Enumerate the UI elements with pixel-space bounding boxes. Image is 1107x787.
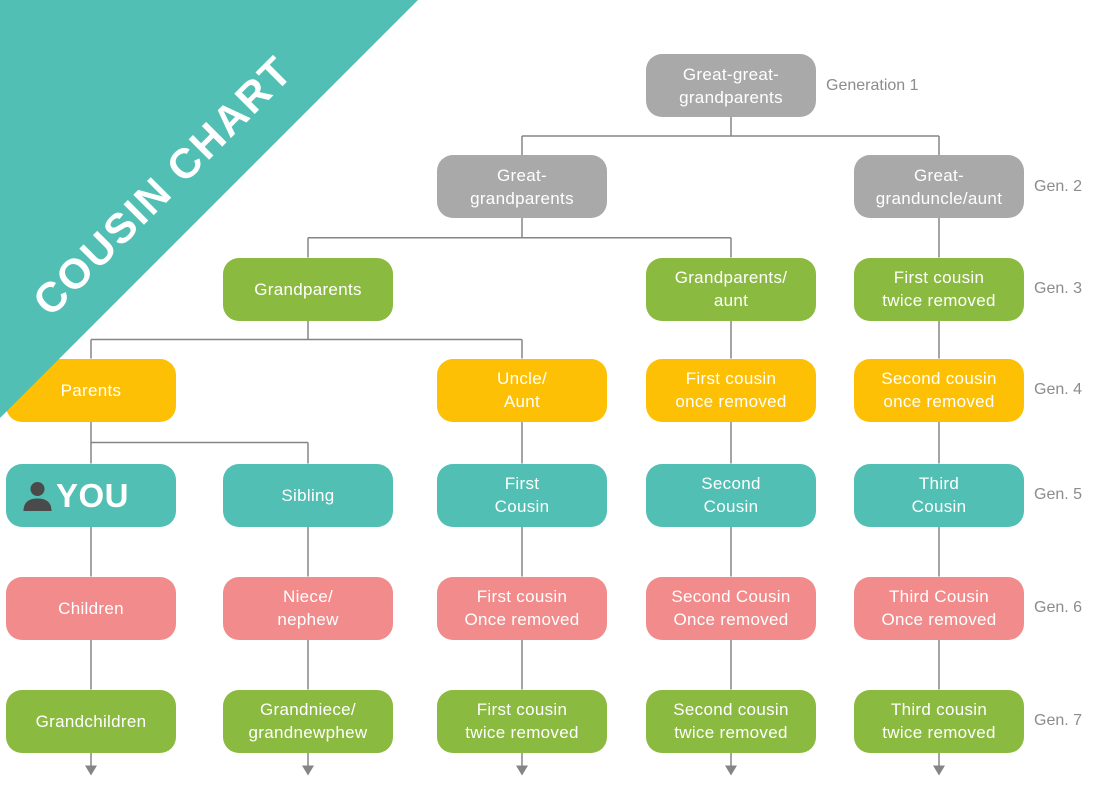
node-label: Second cousin bbox=[881, 369, 997, 388]
node-label: Third Cousin bbox=[889, 587, 989, 606]
node-great-great-grandparents: Great-great-grandparents bbox=[646, 54, 816, 117]
node-grandniece-grandnephew: Grandniece/grandnewphew bbox=[223, 689, 393, 753]
down-arrow-icon bbox=[302, 765, 314, 776]
node-label: Great- bbox=[914, 165, 964, 185]
generation-label: Gen. 5 bbox=[1034, 486, 1083, 503]
node-first-cousin-once-removed-elder: First cousin once removed bbox=[646, 358, 816, 422]
generation-label: Gen. 4 bbox=[1034, 381, 1083, 398]
node-you: YOU bbox=[6, 463, 176, 527]
node-label: grandnewphew bbox=[248, 723, 368, 742]
down-arrow-icon bbox=[933, 765, 945, 776]
node-label: Parents bbox=[60, 380, 122, 400]
node-label: Cousin bbox=[494, 497, 550, 516]
node-label: Cousin bbox=[703, 497, 759, 516]
node-label: Once removed bbox=[673, 610, 789, 629]
node-grandparents-aunt: Grandparents/aunt bbox=[646, 257, 816, 321]
node-label: twice removed bbox=[674, 723, 788, 742]
node-label: nephew bbox=[277, 610, 339, 629]
node-label: Grandniece/ bbox=[260, 700, 356, 719]
node-label: Uncle/ bbox=[497, 369, 547, 388]
node-third-cousin-twice-removed: Third cousin twice removed bbox=[854, 689, 1024, 753]
down-arrow-icon bbox=[725, 765, 737, 776]
node-label: Cousin bbox=[911, 497, 967, 516]
down-arrow-icon bbox=[516, 765, 528, 776]
node-children: Children bbox=[6, 576, 176, 640]
node-label: once removed bbox=[675, 392, 787, 411]
node-first-cousin-twice-removed-younger: First cousin twice removed bbox=[437, 689, 607, 753]
node-label: First cousin bbox=[893, 268, 985, 287]
node-label: twice removed bbox=[465, 723, 579, 742]
node-label: Third bbox=[918, 474, 960, 493]
generation-label: Gen. 2 bbox=[1034, 177, 1083, 195]
generation-label: Gen. 3 bbox=[1034, 280, 1083, 297]
node-grandparents: Grandparents bbox=[223, 257, 393, 321]
node-label: Grandchildren bbox=[35, 711, 147, 731]
node-label: First cousin bbox=[685, 369, 777, 388]
node-label: granduncle/aunt bbox=[875, 188, 1003, 208]
node-label: Second Cousin bbox=[671, 587, 791, 606]
node-label: Aunt bbox=[503, 392, 541, 411]
node-first-cousin-twice-removed-elder: First cousin twice removed bbox=[854, 257, 1024, 321]
node-label: First bbox=[504, 474, 540, 493]
node-label: Sibling bbox=[281, 485, 335, 505]
node-label: once removed bbox=[883, 392, 995, 411]
node-label: twice removed bbox=[882, 723, 996, 742]
node-second-cousin-once-removed-elder: Second cousin once removed bbox=[854, 358, 1024, 422]
node-label: Children bbox=[58, 598, 124, 618]
node-sibling: Sibling bbox=[223, 463, 393, 527]
node-label: Grandparents bbox=[254, 279, 362, 299]
node-label: YOU bbox=[56, 476, 130, 514]
down-arrow-icon bbox=[85, 765, 97, 776]
node-uncle-aunt: Uncle/Aunt bbox=[437, 358, 607, 422]
node-label: Great-great- bbox=[682, 64, 780, 84]
node-second-cousin-twice-removed: Second cousin twice removed bbox=[646, 689, 816, 753]
node-label: grandparents bbox=[470, 188, 574, 208]
node-label: First cousin bbox=[476, 587, 568, 606]
node-great-grandparents: Great-grandparents bbox=[437, 155, 607, 218]
generation-label: Gen. 6 bbox=[1034, 599, 1083, 616]
node-niece-nephew: Niece/nephew bbox=[223, 576, 393, 640]
node-label: twice removed bbox=[882, 291, 996, 310]
node-label: Third cousin bbox=[890, 700, 988, 719]
node-label: Niece/ bbox=[283, 587, 333, 606]
generation-label: Generation 1 bbox=[826, 76, 919, 94]
node-label: grandparents bbox=[679, 87, 783, 107]
person-icon bbox=[22, 480, 53, 513]
node-label: Second cousin bbox=[673, 700, 789, 719]
node-label: Grandparents/ bbox=[674, 268, 788, 287]
node-label: First cousin bbox=[476, 700, 568, 719]
node-label: Great- bbox=[497, 165, 547, 185]
generation-label: Gen. 7 bbox=[1034, 712, 1083, 729]
node-grandchildren: Grandchildren bbox=[6, 689, 176, 753]
node-label: Once removed bbox=[464, 610, 580, 629]
node-label: Second bbox=[701, 474, 761, 493]
node-great-granduncle-aunt: Great-granduncle/aunt bbox=[854, 155, 1024, 218]
node-label: Once removed bbox=[881, 610, 997, 629]
node-label: aunt bbox=[713, 291, 749, 310]
